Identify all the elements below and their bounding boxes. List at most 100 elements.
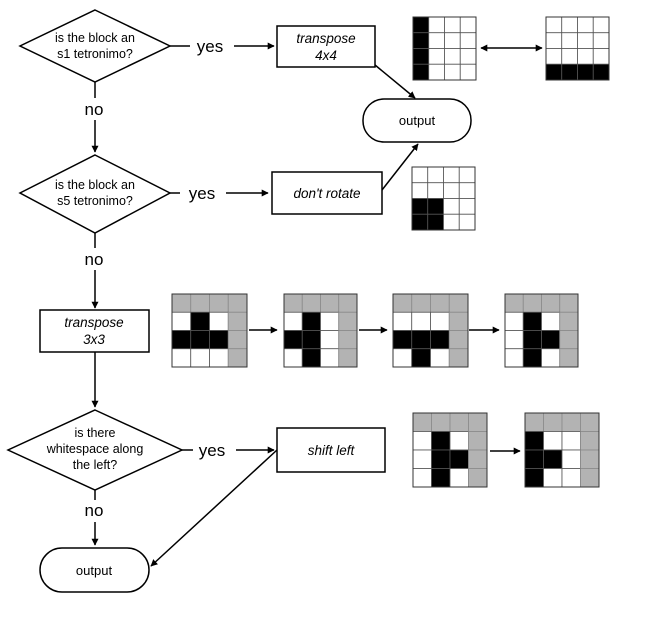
action-transpose-3x3: transpose 3x3: [39, 309, 150, 353]
decision-s5-line2: s5 tetronimo?: [57, 194, 133, 208]
grid-cell: [580, 412, 600, 432]
label-no-s5: no: [85, 250, 104, 269]
grid-cell: [443, 213, 460, 231]
grid-cell: [301, 293, 321, 313]
grid-cell: [577, 48, 594, 65]
grid-cell: [444, 16, 461, 34]
action-shift-left-label: shift left: [308, 443, 356, 458]
action-dont-rotate-label: don't rotate: [293, 186, 360, 201]
grid-cell: [524, 412, 544, 432]
decision-s1-line1: is the block an: [55, 31, 135, 45]
grid-cell: [545, 16, 563, 34]
grid-cell: [430, 330, 450, 350]
grid-cell: [458, 182, 476, 199]
grid-cell: [458, 213, 476, 231]
grid-cell: [431, 449, 451, 469]
grid-cell: [301, 330, 321, 350]
grid-cell: [171, 330, 192, 350]
grid-cell: [443, 166, 460, 184]
action-transpose-3x3-line1: transpose: [64, 315, 123, 330]
grid-cell: [524, 449, 544, 469]
grid-cell: [392, 330, 413, 350]
grid-cell: [190, 330, 210, 350]
grid-cell: [411, 311, 431, 331]
grid-cell: [412, 16, 430, 34]
grid-cell: [592, 16, 610, 34]
grid-cell: [458, 166, 476, 184]
grid-cell: [541, 330, 561, 350]
label-yes-s5: yes: [189, 184, 215, 203]
grid-cell: [541, 293, 561, 313]
grid-cell: [543, 468, 563, 488]
grid-cell: [559, 330, 579, 350]
decision-whitespace-line1: is there: [75, 426, 116, 440]
grid-cell: [459, 16, 477, 34]
grid-cell: [301, 348, 321, 368]
connector-dontrotate-output: [381, 143, 419, 191]
grid-cell: [301, 311, 321, 331]
grid-cell: [459, 32, 477, 49]
grid-cell: [412, 48, 430, 65]
grid-cell: [561, 48, 578, 65]
grid-cell: [428, 16, 445, 34]
grid-cell: [412, 449, 432, 469]
grid-cell: [411, 330, 431, 350]
grid-border: [504, 293, 579, 368]
grid-cell: [561, 468, 581, 488]
grid-cell: [449, 431, 469, 451]
grid-s1-after: [545, 16, 610, 81]
grid-cell: [561, 449, 581, 469]
grid-cell: [504, 348, 524, 368]
grid-cell: [522, 330, 542, 350]
grid-cell: [411, 348, 431, 368]
grid-t-step1: [171, 293, 248, 368]
grid-cell: [209, 330, 229, 350]
label-yes-s1: yes: [197, 37, 223, 56]
grid-border: [412, 412, 488, 488]
grid-cell: [190, 293, 210, 313]
grid-cell: [171, 348, 192, 368]
grid-cell: [430, 311, 450, 331]
grid-cell: [522, 348, 542, 368]
grid-cell: [431, 431, 451, 451]
grid-cell: [427, 213, 444, 231]
grid-cell: [504, 330, 524, 350]
grid-cell: [283, 348, 303, 368]
grid-cell: [577, 32, 594, 49]
grid-cell: [209, 311, 229, 331]
grid-cell: [320, 311, 340, 331]
grid-cell: [430, 348, 450, 368]
decision-s1: is the block an s1 tetronimo?: [18, 9, 172, 83]
grid-cell: [448, 330, 469, 350]
grid-cell: [559, 348, 579, 368]
grid-cell: [459, 48, 477, 65]
grid-cell: [283, 293, 303, 313]
grid-cell: [561, 412, 581, 432]
grid-cell: [338, 330, 358, 350]
grid-t-step4: [504, 293, 579, 368]
grid-cell: [411, 182, 429, 199]
grid-t-step3: [392, 293, 469, 368]
grid-border: [545, 16, 610, 81]
terminal-output-bottom-label: output: [76, 563, 113, 578]
grid-cell: [580, 449, 600, 469]
grid-cell: [592, 48, 610, 65]
grid-cell: [468, 412, 488, 432]
grid-cell: [577, 16, 594, 34]
grid-cell: [448, 348, 469, 368]
grid-cell: [430, 293, 450, 313]
grid-cell: [468, 431, 488, 451]
grid-cell: [412, 412, 432, 432]
action-shift-left: shift left: [276, 427, 386, 473]
grid-cell: [428, 63, 445, 81]
grid-cell: [283, 330, 303, 350]
grid-cell: [580, 468, 600, 488]
grid-t-step2: [283, 293, 358, 368]
grid-cell: [412, 63, 430, 81]
decision-whitespace-line2: whitespace along: [46, 442, 144, 456]
terminal-output-bottom: output: [39, 547, 150, 593]
grid-cell: [561, 431, 581, 451]
grid-cell: [412, 32, 430, 49]
grid-cell: [541, 311, 561, 331]
